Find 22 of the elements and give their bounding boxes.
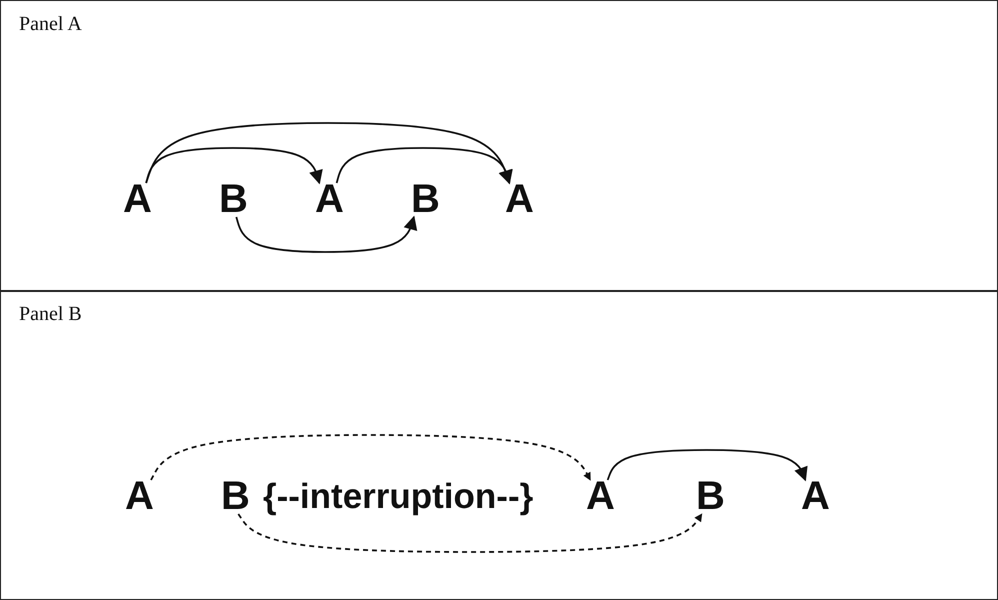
sequence-letter: A bbox=[125, 476, 154, 516]
panel-title: Panel B bbox=[19, 303, 82, 326]
arrow bbox=[145, 147, 323, 184]
sequence-letter: A bbox=[315, 179, 344, 219]
panel-title: Panel A bbox=[19, 13, 82, 36]
sequence-letter: A bbox=[123, 179, 152, 219]
panel-frame bbox=[0, 0, 998, 292]
arrow bbox=[150, 434, 592, 481]
arrow bbox=[336, 147, 513, 184]
arrow bbox=[145, 122, 512, 184]
sequence-letter: A bbox=[505, 179, 534, 219]
panel-frame bbox=[0, 290, 998, 600]
arrow bbox=[606, 449, 808, 482]
interruption-text: {--interruption--} bbox=[263, 479, 534, 514]
arrow bbox=[235, 216, 418, 253]
sequence-letter: A bbox=[801, 476, 830, 516]
sequence-letter: B bbox=[219, 179, 248, 219]
sequence-letter: A bbox=[586, 476, 615, 516]
arrow bbox=[238, 513, 703, 553]
sequence-letter: B bbox=[221, 476, 250, 516]
sequence-letter: B bbox=[411, 179, 440, 219]
sequence-letter: B bbox=[696, 476, 725, 516]
